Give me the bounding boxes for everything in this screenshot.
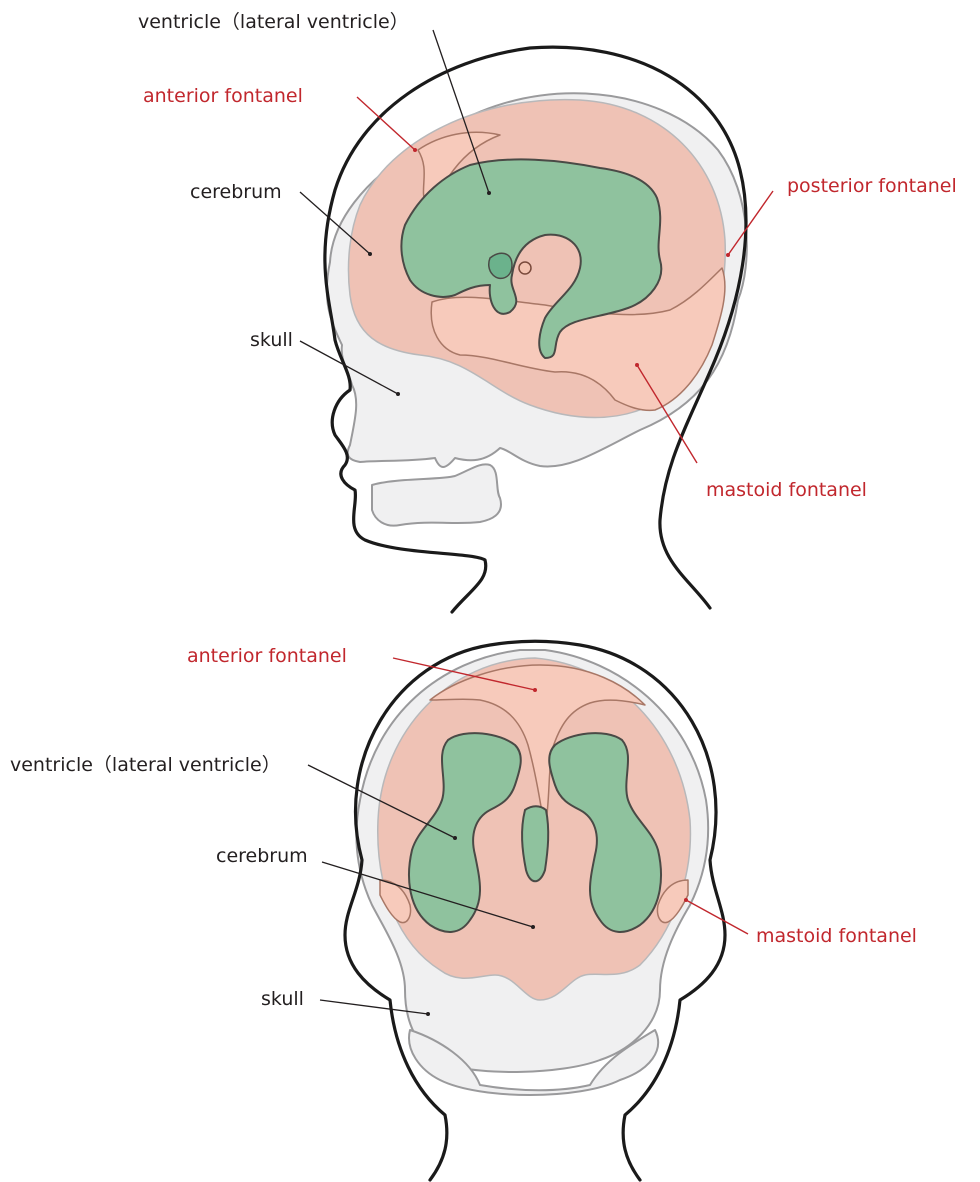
side-view: ventricle（lateral ventricle） anterior fo… bbox=[138, 11, 957, 612]
back-skull-label: skull bbox=[261, 988, 304, 1010]
back-mastoid-fontanel-leader bbox=[686, 900, 748, 934]
side-cerebrum-dot bbox=[368, 252, 372, 256]
back-ventricle-dot bbox=[453, 836, 457, 840]
side-skull-label: skull bbox=[250, 329, 293, 351]
side-anterior-fontanel-label: anterior fontanel bbox=[143, 85, 303, 107]
side-anterior-fontanel-dot bbox=[413, 148, 417, 152]
side-mastoid-fontanel-label: mastoid fontanel bbox=[706, 479, 867, 501]
side-small-circle bbox=[519, 262, 531, 274]
side-skull-dot bbox=[396, 392, 400, 396]
side-ventricle-label: ventricle（lateral ventricle） bbox=[138, 11, 409, 33]
side-ventricle-dot bbox=[487, 191, 491, 195]
side-anterior-fontanel-leader bbox=[357, 97, 415, 150]
side-jaw-shape bbox=[372, 464, 501, 525]
back-view: anterior fontanel ventricle（lateral vent… bbox=[10, 641, 917, 1180]
back-cerebrum-label: cerebrum bbox=[216, 845, 308, 867]
back-skull-dot bbox=[426, 1012, 430, 1016]
side-posterior-fontanel-dot bbox=[726, 253, 730, 257]
back-cerebrum-dot bbox=[531, 925, 535, 929]
side-third-ventricle-shape bbox=[489, 253, 512, 278]
back-mastoid-fontanel-label: mastoid fontanel bbox=[756, 925, 917, 947]
side-posterior-fontanel-label: posterior fontanel bbox=[787, 175, 957, 197]
side-cerebrum-label: cerebrum bbox=[190, 181, 282, 203]
side-mastoid-fontanel-dot bbox=[635, 363, 639, 367]
back-mastoid-fontanel-dot bbox=[684, 898, 688, 902]
back-ventricle-label: ventricle（lateral ventricle） bbox=[10, 754, 281, 776]
back-anterior-fontanel-dot bbox=[533, 688, 537, 692]
back-third-ventricle-shape bbox=[522, 806, 548, 881]
back-anterior-fontanel-label: anterior fontanel bbox=[187, 645, 347, 667]
